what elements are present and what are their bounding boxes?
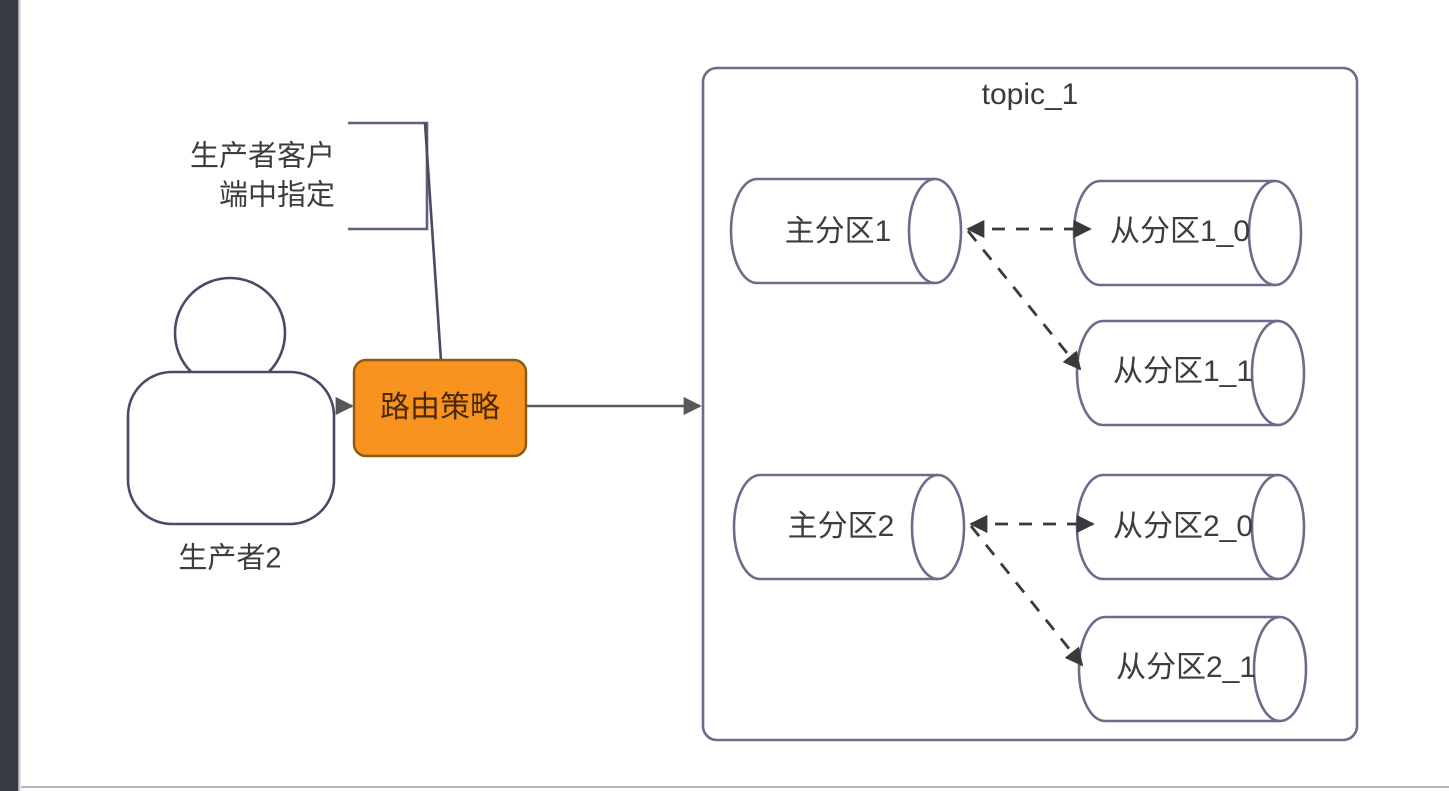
partition-replica-1-1[interactable]: 从分区1_1 <box>1075 319 1306 427</box>
cylinder-cap <box>1250 319 1279 427</box>
annotation-line-1: 生产者客户 <box>190 140 335 173</box>
partition-replica-2-0-label: 从分区2_0 <box>1113 510 1253 543</box>
router-node[interactable]: 路由策略 <box>352 358 528 458</box>
cylinder-cap <box>1250 473 1279 581</box>
annotation-line-2: 端中指定 <box>219 179 335 212</box>
window-bottom-rule <box>21 786 1449 788</box>
partition-master-1-label: 主分区1 <box>785 215 892 248</box>
actor-body-icon <box>126 370 336 526</box>
partition-master-2[interactable]: 主分区2 <box>732 473 966 581</box>
partition-replica-1-0[interactable]: 从分区1_0 <box>1072 179 1303 287</box>
annotation-leader-line <box>423 122 443 362</box>
partition-replica-2-0[interactable]: 从分区2_0 <box>1075 473 1306 581</box>
cylinder-cap <box>910 473 939 581</box>
window-left-rail <box>0 0 18 791</box>
cylinder-cap <box>907 177 936 285</box>
actor-label: 生产者2 <box>178 542 281 575</box>
partition-master-2-label: 主分区2 <box>788 510 895 543</box>
topic-title: topic_1 <box>982 78 1079 111</box>
router-box <box>352 358 528 458</box>
partition-replica-1-1-label: 从分区1_1 <box>1113 355 1253 388</box>
edge-master2-to-replica2-1 <box>969 525 1084 667</box>
cylinder-cap <box>1252 615 1281 723</box>
partition-master-1[interactable]: 主分区1 <box>729 177 963 285</box>
router-label: 路由策略 <box>380 391 500 424</box>
cylinder-cap <box>1247 179 1276 287</box>
partition-replica-2-1[interactable]: 从分区2_1 <box>1077 615 1308 723</box>
annotation-note: 生产者客户 端中指定 <box>190 121 443 362</box>
partition-replica-2-1-label: 从分区2_1 <box>1116 651 1256 684</box>
partition-replica-1-0-label: 从分区1_0 <box>1110 215 1250 248</box>
producer-actor[interactable]: 生产者2 <box>126 276 336 575</box>
edge-master1-to-replica1-1 <box>966 230 1082 371</box>
annotation-bracket <box>348 121 429 231</box>
window-left-rail-edge <box>18 0 21 791</box>
